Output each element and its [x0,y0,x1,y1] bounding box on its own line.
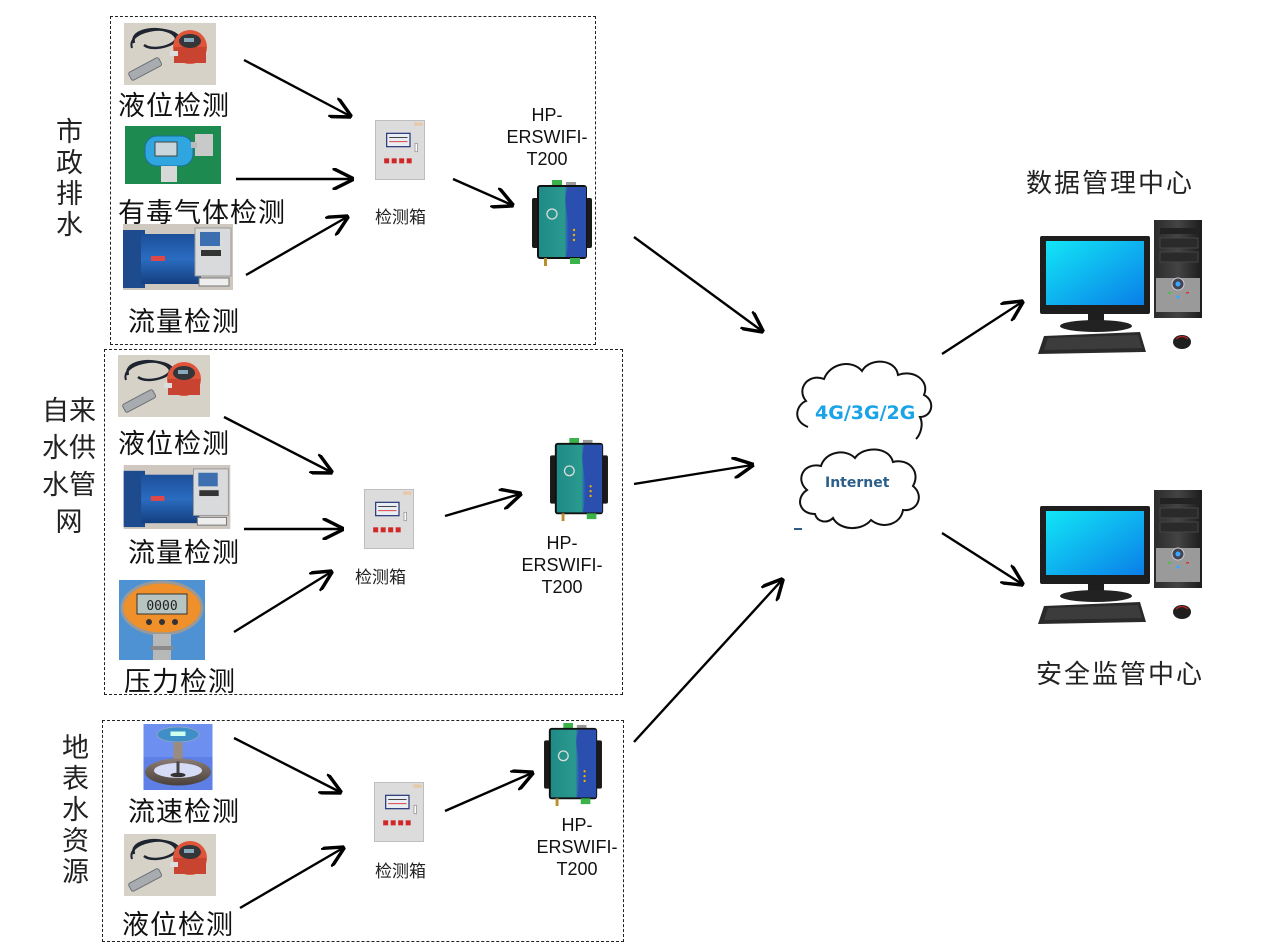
mobile-network-label: 4G/3G/2G [815,402,916,424]
group-title-line: 自来 [42,396,96,427]
group-title-line: 水管 [42,470,96,501]
arrow-box-to-dtu [452,177,512,205]
internet-cloud-icon [799,448,920,529]
arrow-dtu-to-network [633,580,782,743]
sensor-label: 液位检测 [118,429,230,460]
arrow-sensor-to-box [245,217,347,277]
internet-label: Internet [825,475,890,491]
center-label-safety-supervision: 安全监管中心 [1036,660,1205,690]
arrow-box-to-dtu [444,494,520,518]
network-underline-mark [794,528,802,530]
desktop-computer-icon [1030,488,1210,628]
dtu-model-label: HP- ERSWIFI- T200 [521,533,603,597]
mobile-network-cloud-icon [796,360,933,440]
group-title-line: 网 [55,507,83,538]
group-box-surface-water [102,720,624,942]
arrow-sensor-to-box [233,572,331,634]
sensor-label: 压力检测 [124,667,236,698]
arrow-sensor-to-box [239,848,343,910]
sensor-label: 流速检测 [128,797,240,828]
group-title-text: 市政排水 [51,117,82,241]
dtu-model-label: HP- ERSWIFI- T200 [506,105,588,169]
dtu-model-label: HP- ERSWIFI- T200 [536,815,618,879]
sensor-label: 有毒气体检测 [118,198,286,229]
detection-box-label: 检测箱 [355,568,406,588]
group-title-surface-water: 地表水资源 [54,733,90,898]
sensor-label: 流量检测 [128,538,240,569]
sensor-label: 液位检测 [122,910,234,941]
arrow-sensor-to-box [223,415,331,472]
group-box-water-supply [104,349,623,695]
arrow-dtu-to-network [633,236,762,331]
arrow-box-to-dtu [444,773,532,813]
arrow-network-to-center [941,531,1022,584]
sensor-label: 液位检测 [118,91,230,122]
sensor-label: 流量检测 [128,307,240,338]
group-title-water-supply: 自来 水供 水管 网 [36,393,102,541]
group-title-line: 水供 [42,433,96,464]
arrow-dtu-to-network [633,465,752,486]
arrow-sensor-to-box [243,58,350,116]
detection-box-label: 检测箱 [375,862,426,882]
detection-box-label: 检测箱 [375,208,426,228]
arrow-network-to-center [941,302,1022,356]
group-title-text: 地表水资源 [57,733,88,888]
arrow-sensor-to-box [233,736,340,792]
group-box-municipal-drainage [110,16,596,345]
desktop-computer-icon [1030,218,1210,358]
center-label-data-management: 数据管理中心 [1026,169,1195,199]
group-title-municipal-drainage: 市政排水 [48,117,84,251]
